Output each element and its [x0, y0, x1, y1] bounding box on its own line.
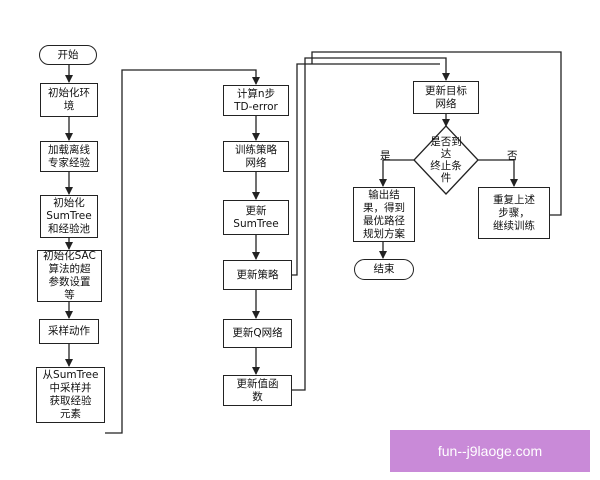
init-sac-node: 初始化SAC 算法的超 参数设置 等 — [37, 250, 102, 302]
edge-decision-yes — [379, 159, 418, 187]
edge-policy-to-target — [292, 63, 440, 276]
no-label: 否 — [507, 150, 518, 162]
calc-td-node: 计算n步 TD-error — [223, 85, 289, 116]
edge-repeat-loop — [311, 51, 562, 216]
update-sumtree-node: 更新 SumTree — [223, 200, 289, 235]
repeat-node: 重复上述 步骤， 继续训练 — [478, 187, 550, 239]
sample-sumtree-node: 从SumTree 中采样并 获取经验 元素 — [36, 367, 105, 423]
decision-text: 是否到 达 终止条 件 — [430, 136, 462, 184]
update-target-node: 更新目标 网络 — [413, 81, 479, 114]
output-node: 输出结 果，得到 最优路径 规划方案 — [353, 187, 415, 242]
edge-decision-no — [474, 159, 518, 187]
train-policy-net-node: 训练策略 网络 — [223, 141, 289, 172]
end-node: 结束 — [354, 259, 414, 280]
sample-action-node: 采样动作 — [39, 319, 99, 344]
decision-diamond — [413, 125, 479, 195]
update-value-node: 更新值函 数 — [223, 375, 292, 406]
init-sumtree-node: 初始化 SumTree 和经验池 — [40, 195, 98, 238]
edge-value-to-target — [292, 57, 450, 391]
load-expert-node: 加载离线 专家经验 — [40, 141, 98, 172]
edge-col1-to-col2 — [105, 69, 260, 434]
update-q-node: 更新Q网络 — [223, 319, 292, 348]
start-node: 开始 — [39, 45, 97, 65]
update-policy-node: 更新策略 — [223, 260, 292, 290]
watermark-banner: fun--j9laoge.com — [390, 430, 590, 472]
yes-label: 是 — [380, 150, 391, 162]
init-env-node: 初始化环 境 — [40, 83, 98, 117]
